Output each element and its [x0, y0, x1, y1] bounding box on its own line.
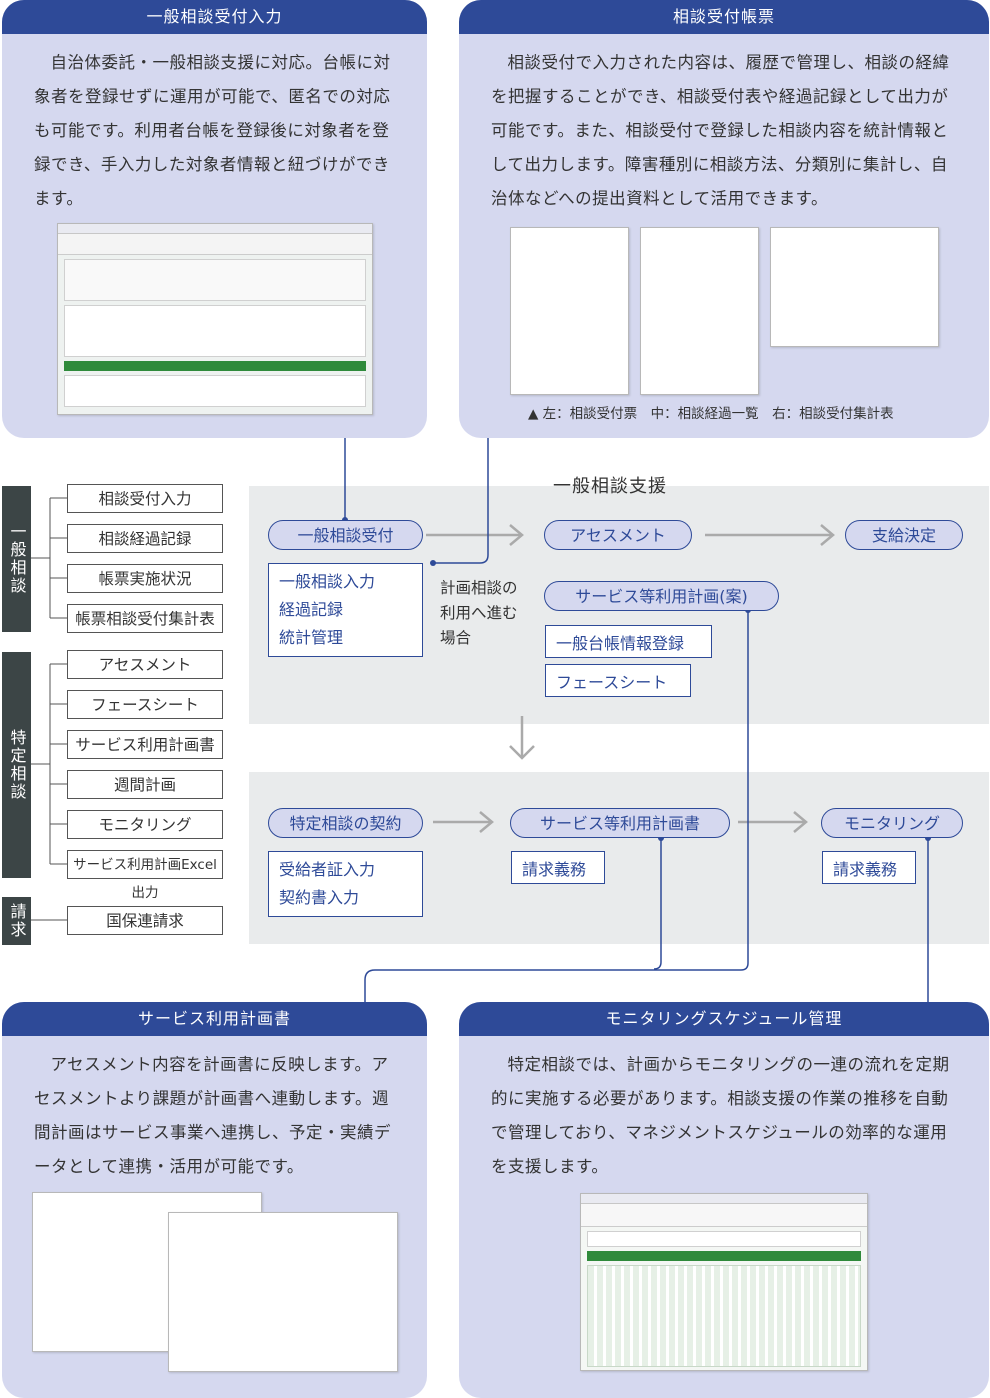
- screenshot-keikaku-front: [168, 1212, 398, 1372]
- box-ippan-detail: 一般相談入力 経過記録 統計管理: [268, 563, 423, 657]
- sidebar-item-assessment[interactable]: アセスメント: [67, 650, 223, 679]
- panel-title: サービス利用計画書: [2, 1002, 427, 1036]
- panel-title: モニタリングスケジュール管理: [459, 1002, 989, 1036]
- sidebar-item-monitoring[interactable]: モニタリング: [67, 810, 223, 839]
- side-tab-ippan: 一般相談: [2, 486, 31, 632]
- thumbnail-caption: ▲ 左：相談受付票 中：相談経過一覧 右：相談受付集計表: [528, 406, 894, 422]
- node-tokutei-keiyaku: 特定相談の契約: [268, 808, 423, 838]
- panel-description: 特定相談では、計画からモニタリングの一連の流れを定期的に実施する必要があります。…: [491, 1055, 950, 1176]
- sidebar-item-service-keikaku[interactable]: サービス利用計画書: [67, 730, 223, 759]
- box-item: 経過記録: [279, 600, 344, 619]
- box-keiyaku-detail: 受給者証入力 契約書入力: [268, 851, 423, 917]
- screenshot-ippan-uketsuke: [57, 223, 373, 415]
- box-item: 契約書入力: [279, 888, 360, 907]
- note-line: 利用へ進む: [440, 604, 518, 622]
- sidebar-item-kokuhoren-seikyu[interactable]: 国保連請求: [67, 906, 223, 935]
- panel-title: 一般相談受付入力: [2, 0, 427, 34]
- node-service-keikakusho: サービス等利用計画書: [510, 808, 730, 838]
- box-seikyu-gimu-1: 請求義務: [511, 851, 605, 884]
- note-line: 場合: [440, 629, 472, 647]
- document-thumbnail-right: [770, 227, 939, 347]
- node-ippan-uketsuke: 一般相談受付: [268, 520, 423, 550]
- note-line: 計画相談の: [440, 579, 518, 597]
- sidebar-item-soudan-uketsuke[interactable]: 相談受付入力: [67, 484, 223, 513]
- zone-title: 一般相談支援: [553, 476, 667, 497]
- node-monitoring: モニタリング: [821, 808, 963, 838]
- panel-description: アセスメント内容を計画書に反映します。アセスメントより課題が計画書へ連動します。…: [34, 1055, 391, 1176]
- panel-description: 相談受付で入力された内容は、履歴で管理し、相談の経緯を把握することができ、相談受…: [491, 53, 950, 208]
- side-tab-seikyu: 請求: [2, 897, 31, 945]
- document-thumbnail-left: [510, 227, 629, 395]
- sidebar-item-excel-output[interactable]: サービス利用計画Excel出力: [67, 850, 223, 901]
- side-tab-tokutei: 特定相談: [2, 652, 31, 878]
- box-daicho: 一般台帳情報登録: [545, 625, 712, 658]
- box-seikyu-gimu-2: 請求義務: [822, 851, 916, 884]
- box-item: 一般相談入力: [279, 572, 376, 591]
- box-item: 受給者証入力: [279, 860, 376, 879]
- sidebar-item-shukan-keikaku[interactable]: 週間計画: [67, 770, 223, 799]
- box-item: 統計管理: [279, 628, 344, 647]
- sidebar-item-soudan-keika[interactable]: 相談経過記録: [67, 524, 223, 553]
- sidebar-item-chohyo-jisshi[interactable]: 帳票実施状況: [67, 564, 223, 593]
- node-service-an: サービス等利用計画(案): [544, 581, 779, 611]
- screenshot-monitoring: [580, 1193, 868, 1371]
- panel-description: 自治体委託・一般相談支援に対応。台帳に対象者を登録せずに運用が可能で、匿名での対…: [34, 53, 391, 208]
- document-thumbnail-middle: [640, 227, 759, 395]
- node-assessment: アセスメント: [544, 520, 692, 550]
- flow-note: 計画相談の 利用へ進む 場合: [440, 576, 518, 651]
- node-shikyu-kettei: 支給決定: [845, 520, 963, 550]
- sidebar-item-facesheet[interactable]: フェースシート: [67, 690, 223, 719]
- box-facesheet: フェースシート: [545, 664, 691, 697]
- sidebar-item-chohyo-shukei[interactable]: 帳票相談受付集計表: [67, 604, 223, 633]
- panel-title: 相談受付帳票: [459, 0, 989, 34]
